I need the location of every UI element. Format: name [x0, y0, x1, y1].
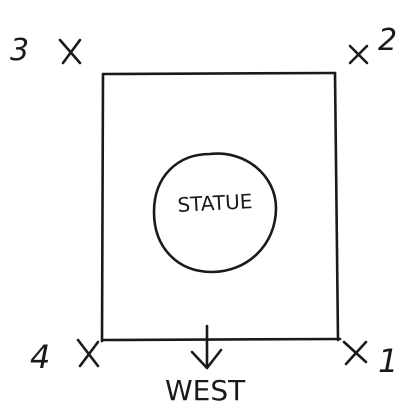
arrow-down-icon [190, 348, 223, 370]
boundary-right-edge [333, 71, 340, 342]
statue-label: STATUE [177, 189, 253, 217]
corner-marker-2: 2 [348, 23, 397, 65]
corner-x-4-icon [76, 338, 100, 368]
west-direction-arrow [190, 324, 223, 370]
boundary-bottom-edge [100, 337, 342, 342]
corner-x-2-icon [348, 44, 369, 65]
corner-marker-3: 3 [10, 33, 82, 68]
corner-x-1-icon [342, 340, 368, 366]
corner-number-2: 2 [378, 23, 397, 58]
statue-circle [152, 152, 278, 274]
direction-label: WEST [165, 374, 246, 407]
corner-number-3: 3 [10, 33, 29, 68]
corner-marker-1: 1 [342, 340, 398, 380]
boundary-rectangle [100, 71, 342, 343]
corner-number-4: 4 [30, 338, 50, 376]
boundary-top-edge [101, 71, 337, 76]
corner-marker-4: 4 [30, 338, 100, 376]
boundary-left-edge [100, 72, 105, 343]
corner-x-3-icon [58, 38, 82, 65]
corner-number-1: 1 [378, 342, 398, 380]
